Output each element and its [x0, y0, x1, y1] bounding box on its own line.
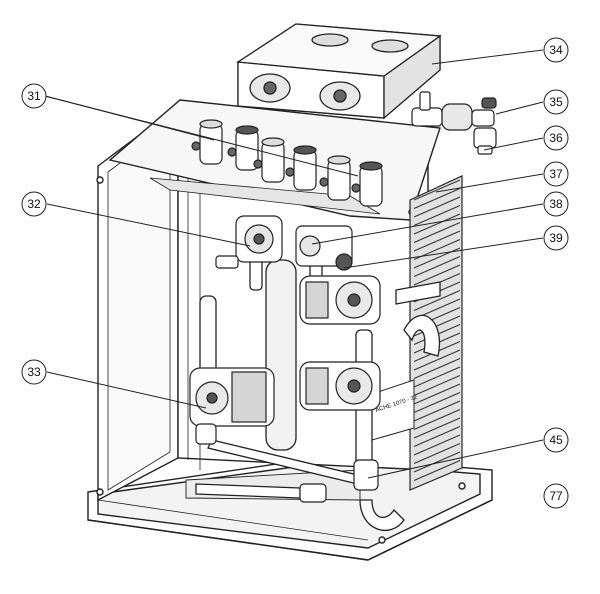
- callout-38-label: 38: [549, 197, 563, 211]
- callout-35-label: 35: [549, 95, 563, 109]
- fin-line: [413, 451, 461, 473]
- callout-36: 36: [543, 125, 569, 151]
- callout-39: 39: [543, 225, 569, 251]
- callout-35: 35: [543, 89, 569, 115]
- pipe-connector: [191, 119, 223, 165]
- fin-line: [413, 230, 461, 252]
- callout-33-label: 33: [27, 365, 41, 379]
- fin-line: [413, 375, 461, 396]
- pump-upper: [299, 275, 381, 325]
- leader-lines: [44, 49, 544, 479]
- pipe-connector: [319, 155, 351, 201]
- top-connectors: [191, 119, 383, 207]
- pipe-connector: [227, 125, 259, 171]
- circulator-pumps: [189, 215, 381, 503]
- callout-31-label: 31: [27, 89, 41, 103]
- identification-plate: ACHE 1070 - 22: [371, 379, 419, 441]
- mixing-valve-32: [215, 215, 283, 269]
- valve-cluster-38-39: [295, 225, 353, 271]
- manifold-34: [236, 23, 442, 120]
- pump-lower: [299, 361, 381, 411]
- fin-line: [413, 222, 461, 243]
- fin-line: [413, 349, 461, 371]
- callout-37-label: 37: [549, 167, 563, 181]
- fin-line: [413, 315, 461, 337]
- fin-line: [413, 417, 461, 439]
- callout-33: 33: [21, 359, 47, 385]
- valve-45: [299, 459, 379, 503]
- callout-34-label: 34: [549, 43, 563, 57]
- callout-39-label: 39: [549, 231, 563, 245]
- fin-line: [413, 434, 461, 456]
- callouts: 31 32 33 34 35 36 37 38: [21, 37, 569, 509]
- fitting-36: [473, 127, 497, 155]
- fin-line: [413, 443, 461, 464]
- callout-45: 45: [543, 427, 569, 453]
- callout-77-label: 77: [549, 489, 563, 503]
- fin-line: [413, 188, 461, 209]
- fin-line: [413, 409, 461, 430]
- fin-line: [413, 256, 461, 277]
- callout-32-label: 32: [27, 197, 41, 211]
- callout-32: 32: [21, 191, 47, 217]
- fin-line: [413, 213, 461, 235]
- callout-45-label: 45: [549, 433, 563, 447]
- pipe-connector: [253, 137, 285, 183]
- fin-line: [413, 264, 461, 286]
- fin-line: [413, 205, 461, 226]
- fin-line: [413, 383, 461, 405]
- fin-line: [413, 460, 461, 481]
- fin-line: [413, 290, 461, 311]
- callout-37: 37: [543, 161, 569, 187]
- pump-left-33: [189, 367, 275, 445]
- fin-line: [413, 179, 461, 201]
- pipe-connector: [351, 161, 383, 207]
- callout-36-label: 36: [549, 131, 563, 145]
- ball-valve-35: [411, 91, 497, 131]
- fin-line: [413, 366, 461, 388]
- pipe-connector: [285, 145, 317, 191]
- callout-34: 34: [543, 37, 569, 63]
- fin-line: [413, 426, 461, 447]
- fin-line: [413, 196, 461, 218]
- fin-line: [413, 400, 461, 422]
- callout-31: 31: [21, 83, 47, 109]
- fin-line: [413, 358, 461, 379]
- fin-line: [413, 392, 461, 413]
- callout-77: 77: [543, 483, 569, 509]
- callout-38: 38: [543, 191, 569, 217]
